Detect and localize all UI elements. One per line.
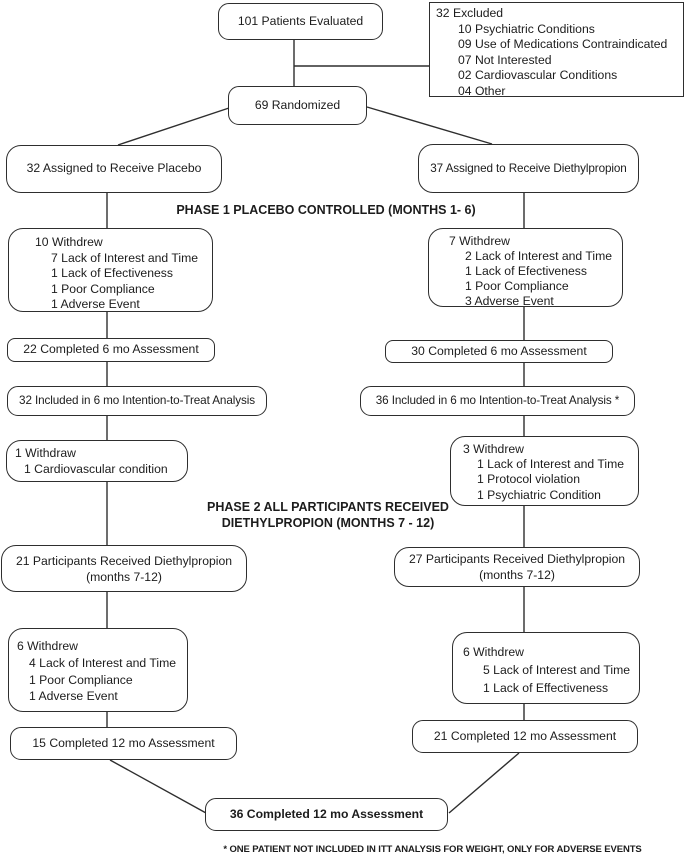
box-item: 1 Lack of Interest and Time [477, 457, 625, 472]
box-item: 1 Protocol violation [477, 472, 580, 487]
box-final-completed-12mo: 36 Completed 12 mo Assessment [205, 798, 448, 831]
box-item: 04 Other [458, 83, 506, 98]
box-item: 10 Psychiatric Conditions [458, 21, 595, 36]
box-placebo-completed-12mo: 15 Completed 12 mo Assessment [10, 727, 237, 760]
box-text-line2: (months 7-12) [86, 569, 162, 584]
box-text: 32 Assigned to Receive Placebo [26, 161, 202, 176]
phase2-label: PHASE 2 ALL PARTICIPANTS RECEIVED DIETHY… [168, 499, 488, 531]
box-diethylpropion-withdrew-phase1: 7 Withdrew 2 Lack of Interest and Time 1… [428, 228, 623, 308]
box-item: 02 Cardiovascular Conditions [458, 68, 618, 83]
box-diethylpropion-assigned: 37 Assigned to Receive Diethylpropion [418, 144, 639, 193]
box-excluded: 32 Excluded 10 Psychiatric Conditions 09… [429, 2, 684, 98]
box-diethylpropion-withdrew-phase2a: 3 Withdrew 1 Lack of Interest and Time 1… [450, 436, 639, 506]
box-text-line1: 27 Participants Received Diethylpropion [408, 552, 626, 566]
box-text: 21 Completed 12 mo Assessment [433, 728, 617, 743]
box-text: 36 Included in 6 mo Intention-to-Treat A… [375, 394, 620, 408]
connector-right-to-final [448, 752, 520, 814]
box-text: 69 Randomized [254, 97, 341, 112]
box-item: 3 Adverse Event [465, 293, 554, 308]
box-placebo-withdraw-phase2a: 1 Withdraw 1 Cardiovascular condition [6, 440, 188, 482]
box-item: 1 Poor Compliance [51, 281, 155, 296]
phase2-label-line2: DIETHYLPROPION (MONTHS 7 - 12) [221, 516, 435, 530]
box-patients-evaluated: 101 Patients Evaluated [218, 3, 383, 40]
box-placebo-withdrew-phase2: 6 Withdrew 4 Lack of Interest and Time 1… [8, 628, 188, 712]
box-diethylpropion-withdrew-phase2: 6 Withdrew 5 Lack of Interest and Time 1… [452, 632, 640, 704]
footnote: * ONE PATIENT NOT INCLUDED IN ITT ANALYS… [223, 844, 642, 855]
box-text: 32 Included in 6 mo Intention-to-Treat A… [19, 394, 255, 408]
box-placebo-completed-6mo: 22 Completed 6 mo Assessment [7, 338, 215, 362]
box-title: 32 Excluded [436, 6, 504, 20]
box-item: 1 Psychiatric Condition [477, 487, 601, 502]
phase1-label: PHASE 1 PLACEBO CONTROLLED (MONTHS 1- 6) [176, 203, 476, 217]
box-title: 6 Withdrew [17, 639, 78, 653]
box-text: 22 Completed 6 mo Assessment [23, 342, 199, 357]
box-item: 1 Adverse Event [51, 297, 140, 312]
connector-randomized-to-diethylpropion [366, 106, 493, 145]
box-item: 1 Poor Compliance [465, 278, 569, 293]
box-placebo-received-diethylpropion: 21 Participants Received Diethylpropion … [1, 545, 247, 592]
box-placebo-withdrew-phase1: 10 Withdrew 7 Lack of Interest and Time … [8, 228, 213, 312]
box-item: 1 Adverse Event [29, 689, 118, 704]
box-item: 4 Lack of Interest and Time [29, 655, 177, 670]
box-item: 1 Cardiovascular condition [24, 462, 168, 476]
box-item: 5 Lack of Interest and Time [483, 663, 631, 677]
box-text-line1: 21 Participants Received Diethylpropion [15, 553, 233, 568]
box-item: 1 Lack of Efectiveness [465, 263, 587, 278]
box-title: 3 Withdrew [463, 442, 524, 456]
connector-randomized-to-placebo [117, 107, 230, 146]
box-item: 1 Poor Compliance [29, 672, 133, 687]
box-text-line2: (months 7-12) [479, 568, 555, 582]
connector-left-to-final [109, 759, 207, 814]
box-placebo-itt: 32 Included in 6 mo Intention-to-Treat A… [7, 386, 267, 416]
box-text: 30 Completed 6 mo Assessment [411, 343, 587, 358]
box-item: 07 Not Interested [458, 52, 552, 67]
box-item: 2 Lack of Interest and Time [465, 248, 613, 263]
box-text: 37 Assigned to Receive Diethylpropion [430, 161, 627, 175]
box-title: 1 Withdraw [15, 446, 76, 460]
phase2-label-line1: PHASE 2 ALL PARTICIPANTS RECEIVED [207, 500, 449, 514]
box-diethylpropion-completed-6mo: 30 Completed 6 mo Assessment [385, 340, 613, 363]
box-diethylpropion-itt: 36 Included in 6 mo Intention-to-Treat A… [360, 386, 635, 416]
box-text: 101 Patients Evaluated [237, 13, 364, 28]
box-text: 36 Completed 12 mo Assessment [229, 806, 424, 821]
box-item: 7 Lack of Interest and Time [51, 250, 199, 265]
box-diethylpropion-received-diethylpropion: 27 Participants Received Diethylpropion … [394, 547, 640, 587]
box-item: 09 Use of Medications Contraindicated [458, 37, 668, 52]
box-title: 10 Withdrew [35, 235, 103, 249]
box-item: 1 Lack of Effectiveness [483, 681, 609, 695]
box-title: 7 Withdrew [449, 234, 510, 248]
box-title: 6 Withdrew [463, 645, 524, 659]
box-text: 15 Completed 12 mo Assessment [32, 735, 215, 750]
box-placebo-assigned: 32 Assigned to Receive Placebo [6, 145, 222, 193]
box-diethylpropion-completed-12mo: 21 Completed 12 mo Assessment [412, 720, 638, 753]
box-randomized: 69 Randomized [228, 86, 367, 125]
box-item: 1 Lack of Efectiveness [51, 266, 173, 281]
